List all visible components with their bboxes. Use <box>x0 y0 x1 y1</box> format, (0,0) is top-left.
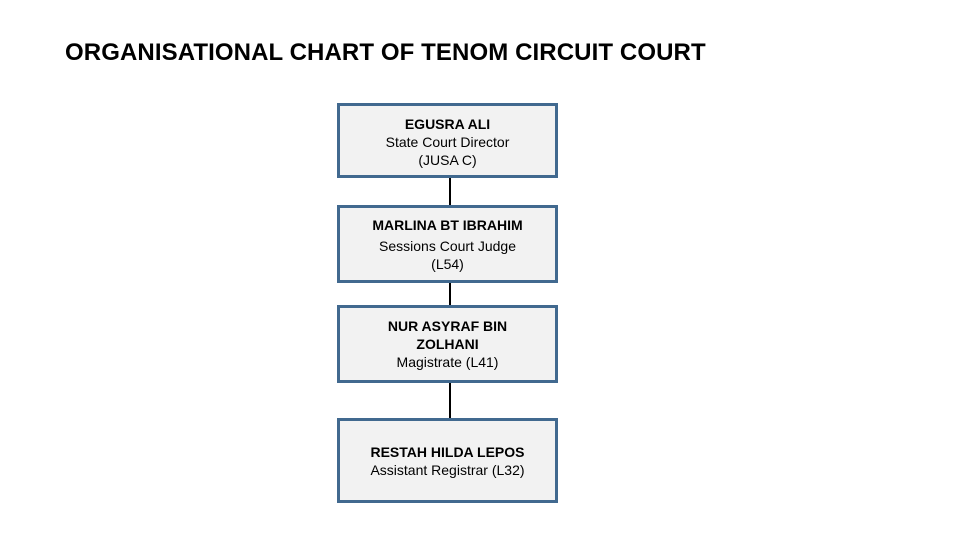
node-role: Sessions Court Judge <box>379 237 516 254</box>
connector-line <box>449 283 451 305</box>
connector-line <box>449 383 451 418</box>
node-grade: (JUSA C) <box>418 152 477 168</box>
node-role: Assistant Registrar (L32) <box>370 461 525 478</box>
page-title: ORGANISATIONAL CHART OF TENOM CIRCUIT CO… <box>65 39 706 66</box>
node-role: Magistrate (L41) <box>396 354 499 370</box>
org-node-assistant-registrar: RESTAH HILDA LEPOS Assistant Registrar (… <box>337 418 558 503</box>
node-role: State Court Director <box>385 134 510 150</box>
node-name: EGUSRA ALI <box>404 116 491 132</box>
org-node-magistrate: NUR ASYRAF BIN ZOLHANI Magistrate (L41) <box>337 305 558 383</box>
node-name: RESTAH HILDA LEPOS <box>370 443 525 460</box>
node-grade: (L54) <box>431 255 464 272</box>
org-node-sessions-court-judge: MARLINA BT IBRAHIM Sessions Court Judge … <box>337 205 558 283</box>
node-name: MARLINA BT IBRAHIM <box>372 216 523 233</box>
node-name-line-1: NUR ASYRAF BIN <box>387 318 508 334</box>
node-name-line-2: ZOLHANI <box>416 336 479 352</box>
org-node-state-court-director: EGUSRA ALI State Court Director (JUSA C) <box>337 103 558 178</box>
connector-line <box>449 178 451 205</box>
